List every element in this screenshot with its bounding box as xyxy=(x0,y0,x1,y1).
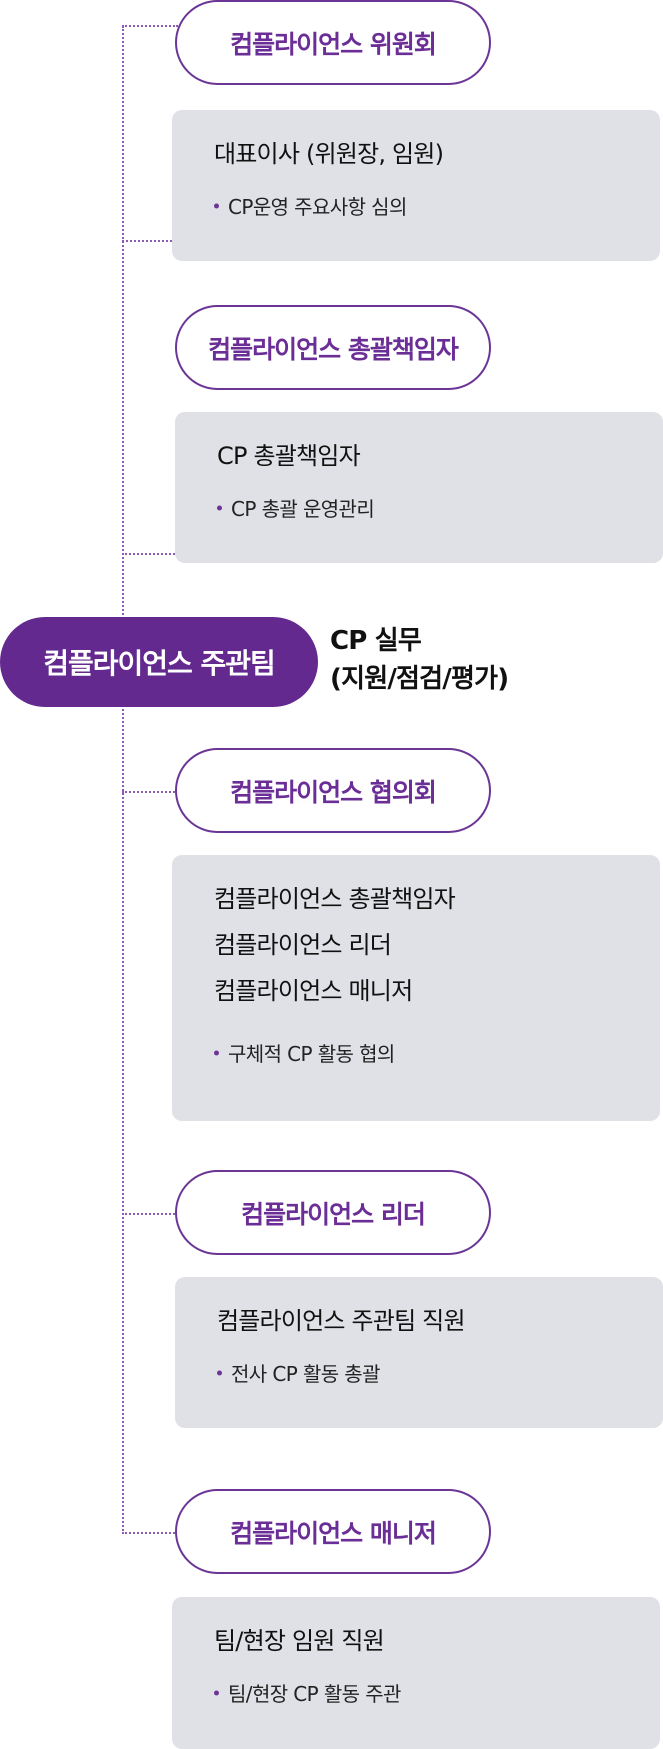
connector-line-council-pill xyxy=(122,791,175,793)
council-role: 컴플라이언스 총괄책임자 xyxy=(214,885,456,913)
connector-line-officer-card xyxy=(122,553,175,555)
chief-officer-role: CP 총괄책임자 xyxy=(217,442,361,470)
committee-card: 대표이사 (위원장, 임원) CP운영 주요사항 심의 xyxy=(172,110,660,261)
main-team-description: CP 실무 (지원/점검/평가) xyxy=(330,622,509,698)
connector-line-leader-pill xyxy=(122,1213,175,1215)
council-title: 컴플라이언스 협의회 xyxy=(175,748,491,833)
chief-officer-duty: CP 총괄 운영관리 xyxy=(217,493,663,522)
council-role: 컴플라이언스 매니저 xyxy=(214,977,413,1005)
manager-duty: 팀/현장 CP 활동 주관 xyxy=(214,1678,660,1707)
council-card: 컴플라이언스 총괄책임자 컴플라이언스 리더 컴플라이언스 매니저 구체적 CP… xyxy=(172,855,660,1121)
committee-title: 컴플라이언스 위원회 xyxy=(175,0,491,85)
main-team-node: 컴플라이언스 주관팀 xyxy=(0,617,318,707)
manager-title: 컴플라이언스 매니저 xyxy=(175,1489,491,1574)
main-team-desc-line1: CP 실무 xyxy=(330,626,422,656)
leader-card: 컴플라이언스 주관팀 직원 전사 CP 활동 총괄 xyxy=(175,1277,663,1428)
chief-officer-title: 컴플라이언스 총괄책임자 xyxy=(175,305,491,390)
committee-role: 대표이사 (위원장, 임원) xyxy=(214,140,444,168)
main-team-desc-line2: (지원/점검/평가) xyxy=(330,664,509,694)
connector-line-manager-pill xyxy=(122,1532,175,1534)
leader-role: 컴플라이언스 주관팀 직원 xyxy=(217,1307,466,1335)
manager-card: 팀/현장 임원 직원 팀/현장 CP 활동 주관 xyxy=(172,1597,660,1749)
connector-line-committee-pill xyxy=(122,25,178,27)
chief-officer-card: CP 총괄책임자 CP 총괄 운영관리 xyxy=(175,412,663,563)
manager-role: 팀/현장 임원 직원 xyxy=(214,1627,385,1655)
connector-line-committee-card xyxy=(122,240,172,242)
leader-duty: 전사 CP 활동 총괄 xyxy=(217,1358,663,1387)
committee-duty: CP운영 주요사항 심의 xyxy=(214,191,660,220)
council-duty: 구체적 CP 활동 협의 xyxy=(214,1038,660,1067)
connector-vertical-line xyxy=(122,26,124,1534)
council-role: 컴플라이언스 리더 xyxy=(214,931,392,959)
leader-title: 컴플라이언스 리더 xyxy=(175,1170,491,1255)
